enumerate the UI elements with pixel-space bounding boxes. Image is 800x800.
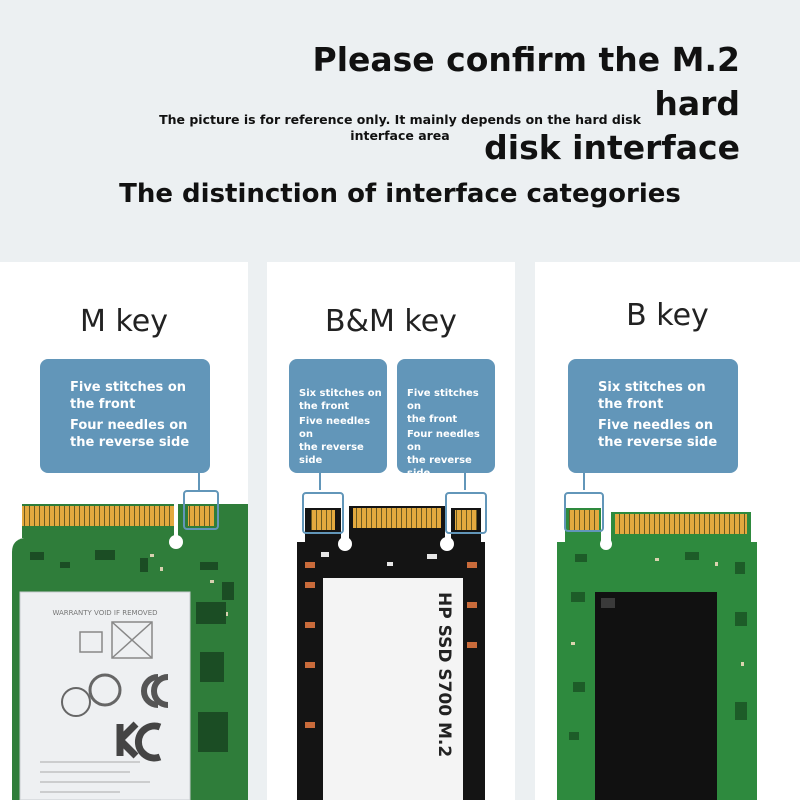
b-key-callout: Six stitches on the front Five needles o… bbox=[568, 359, 738, 473]
bm-key-callout-right: Five stitches on the front Four needles … bbox=[397, 359, 495, 479]
callout-connector bbox=[198, 472, 200, 490]
callout-connector bbox=[464, 472, 466, 490]
b-key-ssd-board bbox=[557, 508, 757, 800]
title-line-1: Please confirm the M.2 hard bbox=[312, 40, 740, 123]
m-key-label: M key bbox=[80, 304, 168, 339]
bm-key-pin-highlight-left bbox=[302, 492, 344, 534]
callout-line: Five stitches on bbox=[70, 380, 187, 395]
callout-line: Five stitches on bbox=[407, 388, 479, 412]
callout-line: Four needles on bbox=[407, 429, 480, 453]
title-line-2: disk interface bbox=[484, 128, 740, 167]
callout-line: the reverse side bbox=[407, 455, 472, 479]
m-key-panel: M key Five stitches on the front Four ne… bbox=[0, 262, 248, 800]
callout-line: the reverse side bbox=[598, 435, 718, 450]
callout-line: the front bbox=[407, 414, 458, 425]
callout-line: the front bbox=[299, 401, 350, 412]
callout-line: Four needles on bbox=[70, 418, 188, 433]
callout-line: the front bbox=[70, 397, 136, 412]
callout-line: Six stitches on bbox=[299, 388, 382, 399]
m-key-ssd-board: WARRANTY VOID IF REMOVED bbox=[12, 504, 248, 800]
bm-key-ssd-board: HP SSD S700 M.2 bbox=[297, 506, 485, 800]
callout-line: Five needles on bbox=[598, 418, 714, 433]
page-title: Please confirm the M.2 hard disk interfa… bbox=[230, 38, 740, 170]
bm-key-pin-highlight-right bbox=[445, 492, 487, 534]
bm-key-callout-left: Six stitches on the front Five needles o… bbox=[289, 359, 387, 473]
callout-line: the front bbox=[598, 397, 664, 412]
subtitle-line-2: interface area bbox=[350, 128, 450, 143]
b-key-label: B key bbox=[626, 298, 709, 333]
page-subtitle: The picture is for reference only. It ma… bbox=[150, 112, 650, 144]
section-heading: The distinction of interface categories bbox=[119, 179, 681, 209]
callout-line: Six stitches on bbox=[598, 380, 706, 395]
bm-key-label: B&M key bbox=[325, 304, 457, 339]
bm-key-panel: B&M key Six stitches on the front Five n… bbox=[267, 262, 515, 800]
b-key-panel: B key Six stitches on the front Five nee… bbox=[535, 262, 800, 800]
callout-line: the reverse side bbox=[70, 435, 190, 450]
callout-line: the reverse side bbox=[299, 442, 364, 466]
m-key-pin-highlight bbox=[183, 490, 219, 530]
callout-line: Five needles on bbox=[299, 416, 371, 440]
subtitle-line-1: The picture is for reference only. It ma… bbox=[159, 112, 641, 127]
bm-key-sticker-text: HP SSD S700 M.2 bbox=[434, 592, 454, 757]
m-key-sticker-text: WARRANTY VOID IF REMOVED bbox=[52, 609, 157, 617]
callout-connector bbox=[319, 472, 321, 490]
callout-connector bbox=[583, 472, 585, 490]
b-key-pin-highlight bbox=[564, 492, 604, 532]
m-key-callout: Five stitches on the front Four needles … bbox=[40, 359, 210, 473]
